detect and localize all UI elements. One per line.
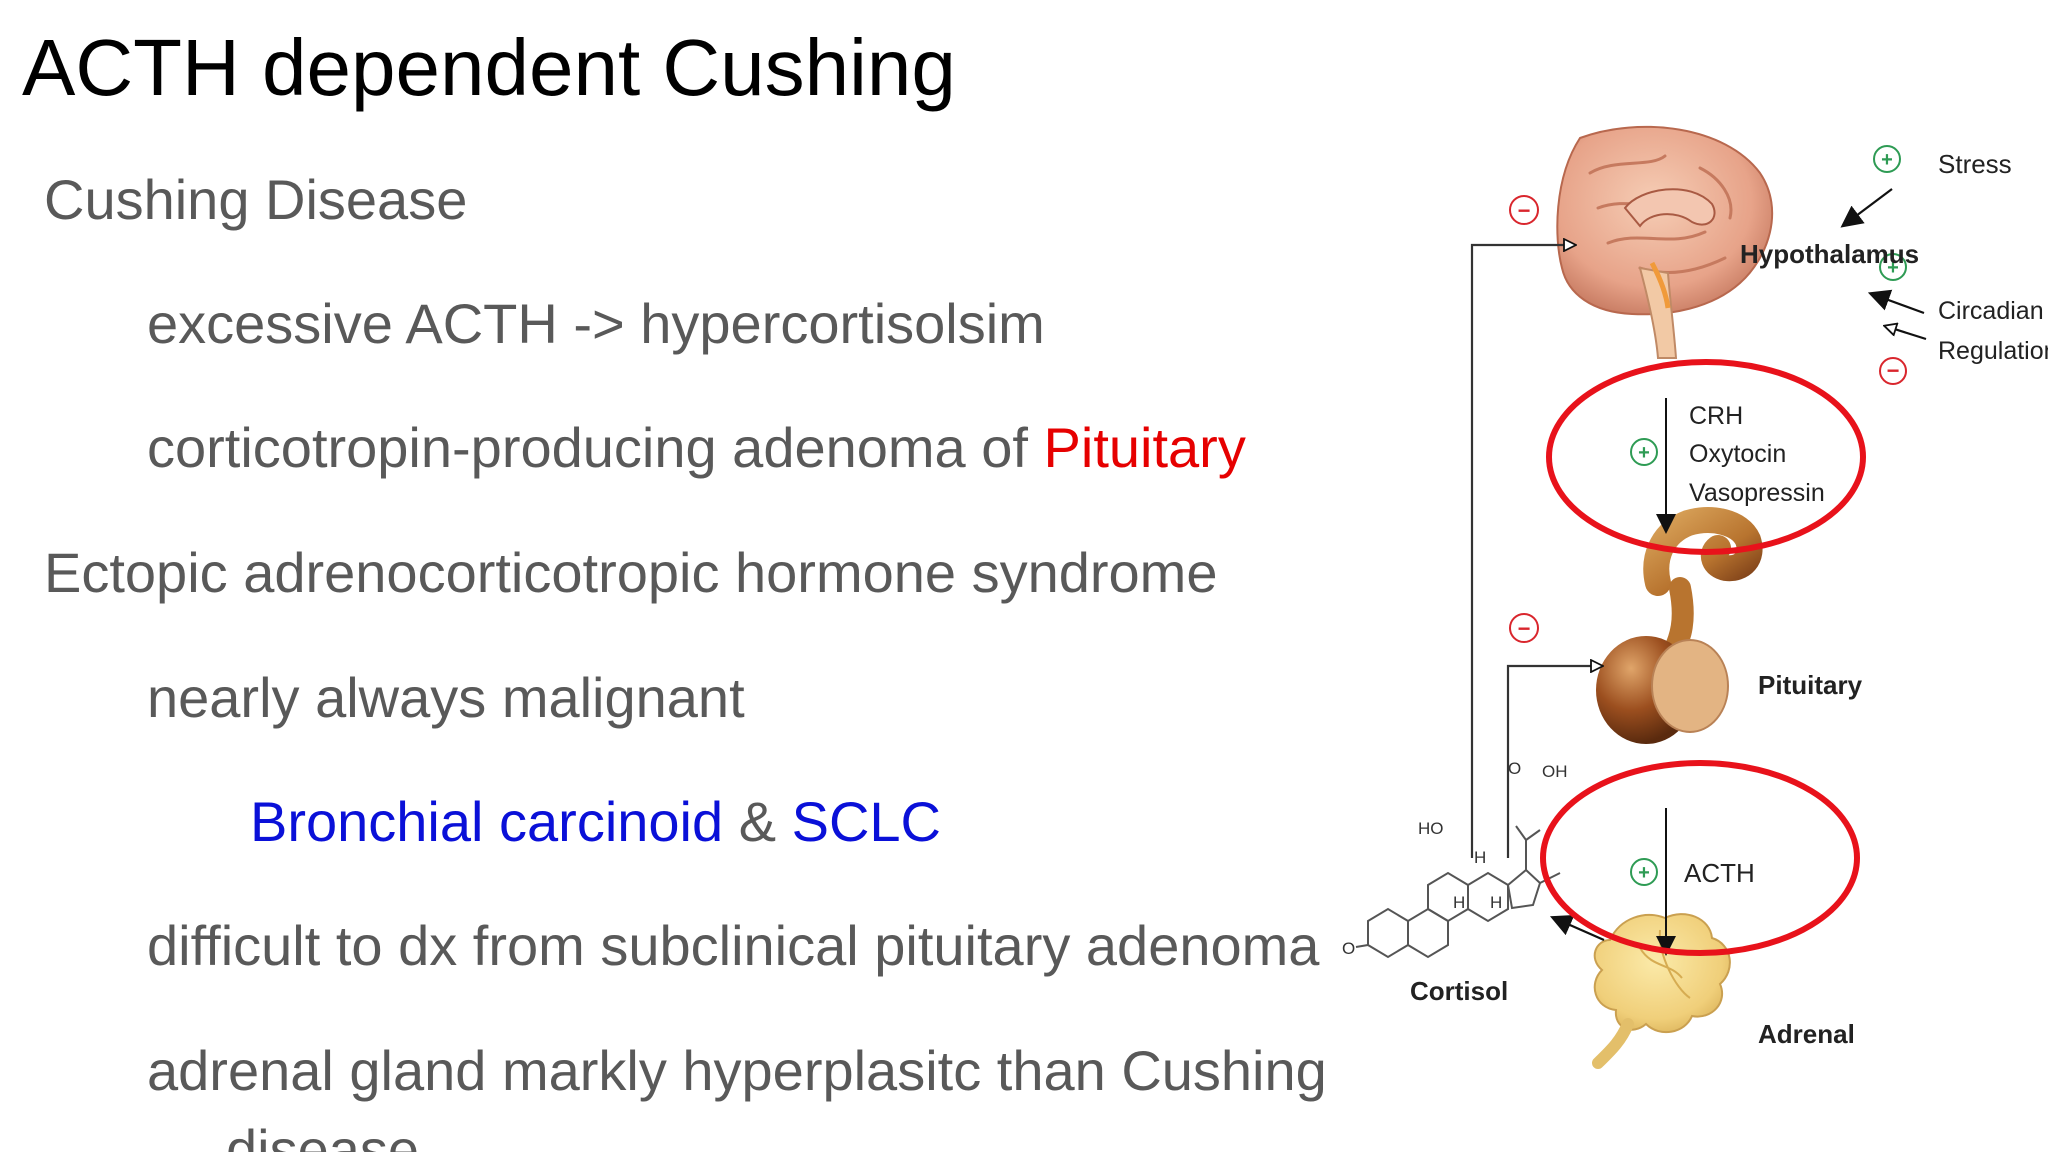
acth-highlight-circle xyxy=(1540,760,1860,956)
bullet-adenoma-pituitary: corticotropin-producing adenoma of Pitui… xyxy=(147,416,1246,480)
bullet-ectopic-acth: Ectopic adrenocorticotropic hormone synd… xyxy=(44,541,1218,604)
label-acth: ACTH xyxy=(1684,858,1755,888)
bullet-difficult-dx: difficult to dx from subclinical pituita… xyxy=(147,914,1320,977)
bullet-carcinoid-sclc: Bronchial carcinoid & SCLC xyxy=(250,790,941,854)
molecule-h1-label: H xyxy=(1474,848,1486,867)
label-adrenal: Adrenal xyxy=(1758,1019,1855,1049)
pituitary-highlight: Pituitary xyxy=(1043,416,1246,479)
svg-text:+: + xyxy=(1887,257,1899,279)
svg-text:−: − xyxy=(1887,358,1900,383)
bronchial-carcinoid-highlight: Bronchial carcinoid xyxy=(250,790,724,853)
molecule-oh-label: OH xyxy=(1542,762,1568,781)
bullet-excessive-acth: excessive ACTH -> hypercortisolsim xyxy=(147,292,1045,355)
molecule-o-top-label: O xyxy=(1508,759,1521,778)
minus-sign-pituitary-feedback: − xyxy=(1509,613,1539,643)
brain-illustration xyxy=(1556,125,1774,359)
svg-text:−: − xyxy=(1518,616,1531,641)
bullet-adrenal-hyperplastic: adrenal gland markly hyperplasitc than C… xyxy=(147,1039,1327,1102)
bullet-nearly-malignant: nearly always malignant xyxy=(147,666,745,729)
ampersand-separator: & xyxy=(723,790,792,853)
slide-title: ACTH dependent Cushing xyxy=(22,23,956,112)
hpa-axis-diagram: + + − − − + + xyxy=(1342,125,2048,1069)
label-circadian: Circadian xyxy=(1938,297,2044,325)
bullet-adenoma-text: corticotropin-producing adenoma of xyxy=(147,416,1044,479)
cortisol-molecule xyxy=(1355,825,1561,959)
svg-text:+: + xyxy=(1638,442,1650,464)
svg-text:+: + xyxy=(1881,149,1893,171)
label-pituitary: Pituitary xyxy=(1758,670,1863,700)
molecule-h2-label: H xyxy=(1453,893,1465,912)
sclc-highlight: SCLC xyxy=(791,790,941,853)
molecule-o-left-label: O xyxy=(1342,939,1355,958)
molecule-ho-label: HO xyxy=(1418,819,1444,838)
svg-text:−: − xyxy=(1518,198,1531,223)
bullet-cushing-disease: Cushing Disease xyxy=(44,168,468,231)
stimulation-arrows xyxy=(1549,188,1927,956)
minus-sign-circadian: − xyxy=(1879,357,1907,385)
svg-text:+: + xyxy=(1638,862,1650,884)
label-oxytocin: Oxytocin xyxy=(1689,440,1786,468)
plus-sign-crh: + xyxy=(1630,438,1658,466)
hpa-axis-figure: + + − − − + + xyxy=(1340,118,2048,1152)
label-crh: CRH xyxy=(1689,402,1743,430)
crh-highlight-circle xyxy=(1546,359,1866,555)
pituitary-illustration xyxy=(1596,507,1763,744)
bullet-adrenal-continuation: disease xyxy=(226,1118,420,1152)
plus-sign-acth: + xyxy=(1630,858,1658,886)
label-regulation: Regulation xyxy=(1938,337,2048,365)
molecule-h3-label: H xyxy=(1490,893,1502,912)
plus-sign-circadian: + xyxy=(1879,253,1907,281)
plus-sign-stress: + xyxy=(1873,145,1901,173)
minus-sign-hypothalamus-feedback: − xyxy=(1509,195,1539,225)
label-vasopressin: Vasopressin xyxy=(1689,479,1825,507)
label-hypothalamus: Hypothalamus xyxy=(1740,239,1919,269)
feedback-lines xyxy=(1470,245,1602,858)
label-stress: Stress xyxy=(1938,149,2012,179)
label-cortisol: Cortisol xyxy=(1410,976,1508,1006)
